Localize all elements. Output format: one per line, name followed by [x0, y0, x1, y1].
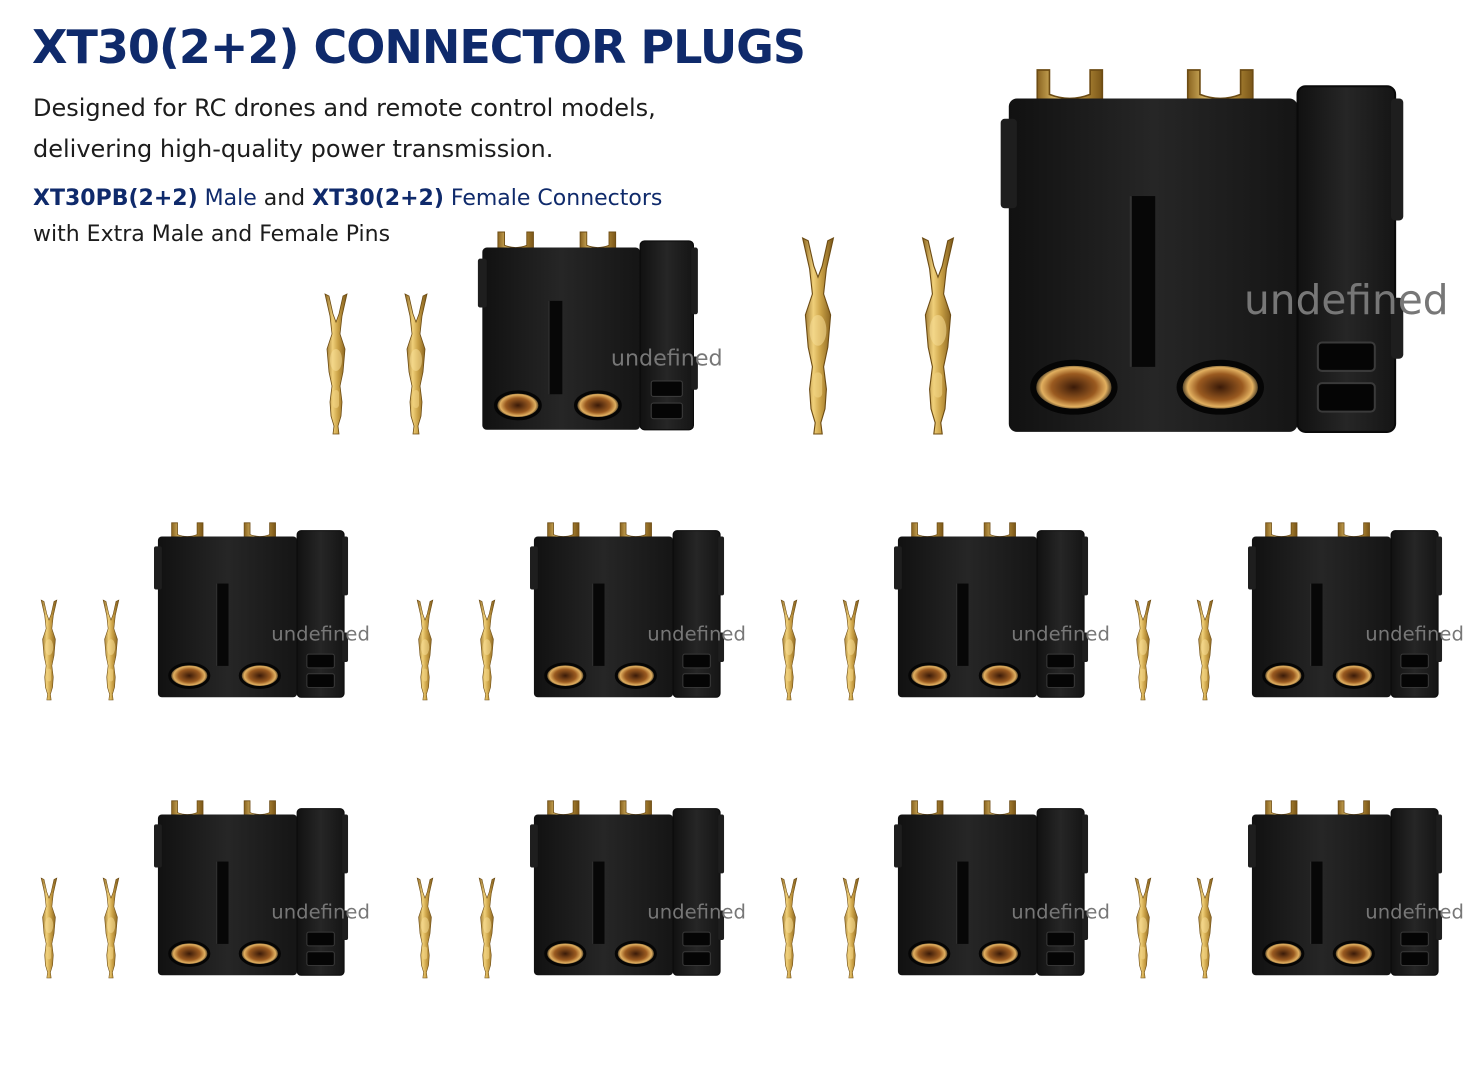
- svg-text:undefined: undefined: [1011, 622, 1110, 645]
- pin-icon: [801, 236, 835, 435]
- connector-icon: undefined: [530, 800, 746, 976]
- pin-r2c4-a: [1128, 877, 1158, 979]
- pin-r2c3-b: [836, 877, 866, 979]
- description-line-1: Designed for RC drones and remote contro…: [33, 94, 656, 122]
- svg-text:undefined: undefined: [271, 900, 370, 923]
- connector-r2c1: undefined: [154, 800, 370, 978]
- pin-r1c2-a: [410, 599, 440, 701]
- pin-r1c1-b: [96, 599, 126, 701]
- pin-r1c2-b: [472, 599, 502, 701]
- svg-text:undefined: undefined: [611, 345, 723, 371]
- connector-icon: undefined: [894, 800, 1110, 976]
- subtitle: XT30PB(2+2) Male and XT30(2+2) Female Co…: [33, 182, 662, 216]
- description: Designed for RC drones and remote contro…: [33, 88, 656, 170]
- pin-r1c4-b: [1190, 599, 1220, 701]
- pin-icon: [780, 599, 798, 701]
- pin-icon: [416, 599, 434, 701]
- connector-r2c2: undefined: [530, 800, 746, 978]
- svg-text:undefined: undefined: [647, 900, 746, 923]
- connector-top-large: undefined: [998, 69, 1449, 436]
- pin-icon: [921, 236, 955, 435]
- pin-icon: [40, 599, 58, 701]
- pin-icon: [842, 877, 860, 979]
- pin-large-2: [910, 236, 966, 435]
- pin-icon: [416, 877, 434, 979]
- connector-r2c4: undefined: [1248, 800, 1464, 978]
- pin-top-2: [398, 293, 434, 435]
- pin-icon: [102, 877, 120, 979]
- connector-r1c3: undefined: [894, 522, 1110, 700]
- pin-icon: [404, 293, 428, 435]
- pin-icon: [1134, 877, 1152, 979]
- pin-r2c4-b: [1190, 877, 1220, 979]
- pin-icon: [324, 293, 348, 435]
- pin-icon: [40, 877, 58, 979]
- connector-icon: undefined: [894, 522, 1110, 698]
- pin-icon: [842, 599, 860, 701]
- pin-top-1: [318, 293, 354, 435]
- connector-icon: undefined: [530, 522, 746, 698]
- female-model: XT30(2+2): [312, 186, 444, 211]
- connector-icon: undefined: [154, 522, 370, 698]
- svg-text:undefined: undefined: [1011, 900, 1110, 923]
- pin-r2c2-b: [472, 877, 502, 979]
- and-word: and: [256, 186, 313, 211]
- connector-r1c2: undefined: [530, 522, 746, 700]
- pin-icon: [102, 599, 120, 701]
- page-title: XT30(2+2) CONNECTOR PLUGS: [32, 20, 806, 74]
- pin-r1c1-a: [34, 599, 64, 701]
- pin-r1c3-b: [836, 599, 866, 701]
- connector-r1c4: undefined: [1248, 522, 1464, 700]
- pin-icon: [780, 877, 798, 979]
- connector-r1c1: undefined: [154, 522, 370, 700]
- connector-r2c3: undefined: [894, 800, 1110, 978]
- female-word: Female Connectors: [443, 186, 663, 211]
- connector-top-small: undefined: [460, 231, 723, 432]
- pin-large-1: [790, 236, 846, 435]
- pin-r2c2-a: [410, 877, 440, 979]
- connector-icon: undefined: [1248, 800, 1464, 976]
- pin-icon: [478, 599, 496, 701]
- connector-icon: undefined: [1248, 522, 1464, 698]
- pin-r2c3-a: [774, 877, 804, 979]
- subtitle-line-2: with Extra Male and Female Pins: [33, 222, 391, 247]
- pin-icon: [1196, 877, 1214, 979]
- pin-icon: [478, 877, 496, 979]
- connector-icon: undefined: [154, 800, 370, 976]
- connector-icon: undefined: [477, 231, 723, 431]
- svg-text:undefined: undefined: [1365, 622, 1464, 645]
- pin-r1c4-a: [1128, 599, 1158, 701]
- svg-text:undefined: undefined: [1365, 900, 1464, 923]
- male-model: XT30PB(2+2): [33, 186, 198, 211]
- svg-text:undefined: undefined: [647, 622, 746, 645]
- connector-icon: undefined: [1000, 69, 1449, 433]
- svg-text:undefined: undefined: [271, 622, 370, 645]
- male-word: Male: [197, 186, 257, 211]
- pin-icon: [1196, 599, 1214, 701]
- pin-r1c3-a: [774, 599, 804, 701]
- pin-icon: [1134, 599, 1152, 701]
- svg-text:undefined: undefined: [1244, 276, 1449, 324]
- pin-r2c1-a: [34, 877, 64, 979]
- pin-r2c1-b: [96, 877, 126, 979]
- description-line-2: delivering high-quality power transmissi…: [33, 135, 554, 163]
